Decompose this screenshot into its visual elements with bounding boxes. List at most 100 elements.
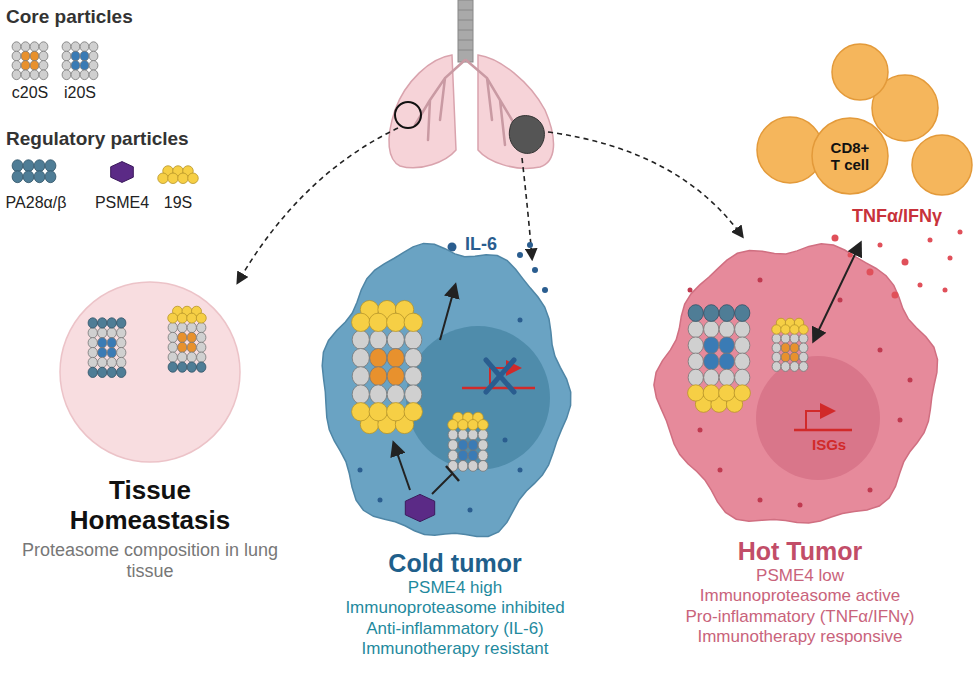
node-shape bbox=[305, 240, 605, 542]
cytokine-dot bbox=[918, 283, 923, 288]
proteasome-subunit bbox=[799, 343, 808, 353]
proteasome-subunit bbox=[168, 352, 177, 362]
proteasome-subunit bbox=[448, 429, 458, 440]
19s-subunit bbox=[188, 173, 199, 184]
proteasome-subunit bbox=[405, 348, 422, 367]
label: i20S bbox=[64, 84, 96, 102]
proteasome-subunit bbox=[89, 51, 98, 61]
19s-subunit bbox=[168, 313, 178, 323]
proteasome-subunit bbox=[80, 42, 89, 52]
node-line: Proteasome composition in lung tissue bbox=[0, 540, 300, 583]
proteasome-subunit bbox=[197, 352, 206, 362]
node-text: Tissue HomeastasisProteasome composition… bbox=[0, 278, 300, 583]
dot bbox=[758, 498, 763, 503]
cytokine-dot bbox=[832, 235, 839, 242]
proteasome-subunit bbox=[71, 51, 80, 61]
proteasome-subunit bbox=[88, 338, 97, 348]
proteasome-subunit bbox=[478, 440, 488, 451]
pa28-subunit bbox=[197, 362, 206, 372]
proteasome-subunit bbox=[790, 334, 799, 344]
il6-dot bbox=[518, 318, 523, 323]
proteasome-subunit bbox=[178, 332, 187, 342]
proteasome-subunit bbox=[790, 362, 799, 372]
node-art bbox=[654, 230, 963, 524]
node-heading: Tissue Homeastasis bbox=[35, 476, 265, 536]
pa28-subunit bbox=[12, 160, 23, 172]
proteasome-subunit bbox=[39, 70, 48, 80]
t-cell: CD8+ T cell bbox=[811, 117, 889, 195]
19s-subunit bbox=[196, 313, 206, 323]
pa28-subunit bbox=[34, 160, 45, 172]
proteasome-subunit bbox=[458, 440, 468, 451]
proteasome-subunit bbox=[89, 42, 98, 52]
inhibit-bar bbox=[446, 466, 459, 481]
proteasome-subunit bbox=[21, 51, 30, 61]
cytokine-dot bbox=[902, 259, 909, 266]
proteasome-subunit bbox=[458, 460, 468, 471]
pa28-subunit bbox=[23, 160, 34, 172]
19s-subunit bbox=[458, 420, 469, 431]
node-shape bbox=[640, 240, 960, 530]
proteasome-subunit bbox=[107, 328, 116, 338]
proteasome-subunit bbox=[12, 70, 21, 80]
proteasome-subunit bbox=[62, 51, 71, 61]
19s-subunit bbox=[187, 313, 197, 323]
label: IL-6 bbox=[465, 234, 497, 255]
proteasome-subunit bbox=[12, 51, 21, 61]
proteasome-subunit bbox=[71, 70, 80, 80]
proteasome-subunit bbox=[187, 342, 196, 352]
proteasome-subunit bbox=[88, 347, 97, 357]
proteasome-subunit bbox=[370, 367, 387, 386]
dot bbox=[868, 488, 873, 493]
proteasome-subunit bbox=[117, 347, 126, 357]
proteasome-subunit bbox=[370, 348, 387, 367]
proteasome-subunit bbox=[88, 357, 97, 367]
proteasome-subunit bbox=[168, 332, 177, 342]
dot bbox=[718, 468, 723, 473]
pa28-subunit bbox=[88, 318, 97, 328]
19s-subunit bbox=[478, 420, 489, 431]
cell-outline bbox=[322, 243, 571, 536]
pa28-subunit bbox=[88, 367, 97, 377]
19s-subunit bbox=[448, 420, 459, 431]
19s-subunit bbox=[177, 313, 187, 323]
proteasome-subunit bbox=[790, 352, 799, 362]
proteasome-subunit bbox=[168, 342, 177, 352]
proteasome-subunit bbox=[117, 357, 126, 367]
proteasome-subunit bbox=[352, 385, 369, 404]
proteasome-subunit bbox=[178, 352, 187, 362]
label: 19S bbox=[164, 194, 192, 212]
dot bbox=[908, 378, 913, 383]
19s-subunit bbox=[772, 325, 781, 334]
19s-subunit bbox=[468, 420, 479, 431]
pa28-subunit bbox=[704, 305, 719, 322]
pa28-subunit bbox=[168, 362, 177, 372]
proteasome-subunit bbox=[735, 353, 750, 370]
19s-subunit bbox=[369, 313, 387, 331]
19s-subunit bbox=[387, 403, 405, 421]
proteasome-subunit bbox=[799, 352, 808, 362]
nucleus bbox=[756, 356, 880, 480]
proteasome-subunit bbox=[62, 70, 71, 80]
proteasome-subunit bbox=[387, 385, 404, 404]
proteasome-subunit bbox=[772, 343, 781, 353]
proteasome-subunit bbox=[688, 369, 703, 386]
cytokine-dot bbox=[928, 238, 933, 243]
node-art bbox=[812, 118, 888, 194]
pa28-subunit bbox=[34, 171, 45, 183]
gene-line bbox=[462, 387, 535, 390]
pa28-subunit bbox=[12, 171, 23, 183]
proteasome-subunit bbox=[799, 362, 808, 372]
pa28-subunit bbox=[45, 160, 56, 172]
proteasome-subunit bbox=[688, 321, 703, 338]
tissue-node: Tissue HomeastasisProteasome composition… bbox=[0, 278, 300, 583]
hot-tumor-cell: Hot TumorPSME4 lowImmunoproteasome activ… bbox=[640, 240, 960, 648]
proteasome-subunit bbox=[39, 51, 48, 61]
proteasome-subunit bbox=[12, 42, 21, 52]
proteasome-subunit bbox=[735, 321, 750, 338]
proteasome-subunit bbox=[39, 61, 48, 71]
19s-subunit bbox=[369, 403, 387, 421]
cytokine-dot bbox=[867, 269, 874, 276]
proteasome-subunit bbox=[790, 343, 799, 353]
arrow bbox=[440, 286, 455, 340]
